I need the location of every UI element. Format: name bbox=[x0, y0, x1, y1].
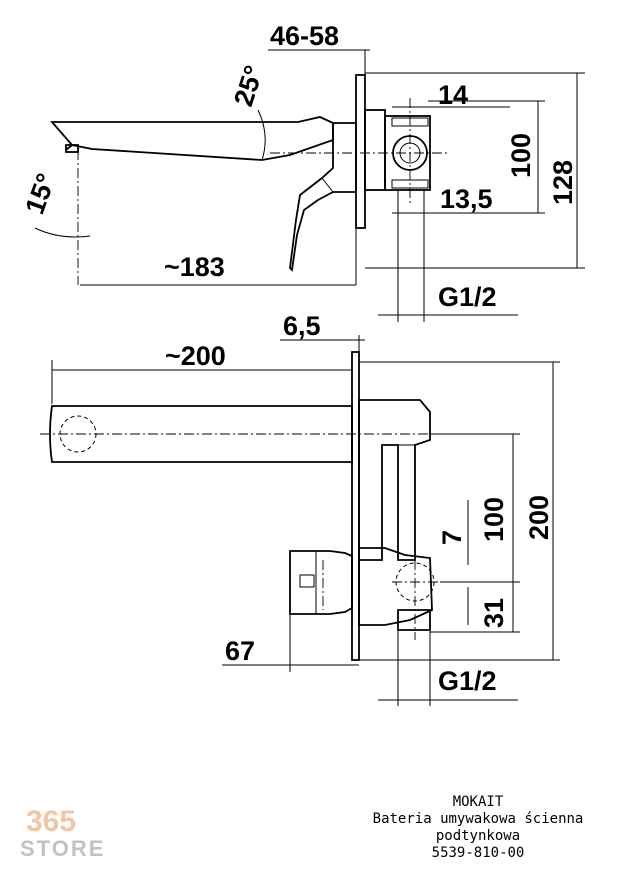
front-wall-plate bbox=[351, 351, 360, 661]
dim-200-length: ~200 bbox=[165, 341, 226, 371]
front-cartridge-housing bbox=[358, 547, 433, 626]
side-wall-plate bbox=[355, 74, 366, 229]
side-spout bbox=[50, 116, 334, 161]
side-lever bbox=[289, 122, 357, 272]
front-body bbox=[358, 399, 431, 561]
title-brand: MOKAIT bbox=[453, 794, 504, 810]
dim-100-front: 100 bbox=[479, 497, 509, 542]
dim-13-5: 13,5 bbox=[440, 184, 493, 214]
dim-200-height: 200 bbox=[524, 495, 554, 540]
dim-46-58: 46-58 bbox=[270, 21, 339, 51]
dim-angle-15: 15° bbox=[19, 169, 61, 218]
dim-100-side: 100 bbox=[506, 133, 536, 178]
side-cartridge bbox=[364, 109, 386, 191]
dim-14: 14 bbox=[438, 80, 468, 110]
logo-number: 365 bbox=[26, 805, 76, 838]
dim-31: 31 bbox=[479, 598, 509, 628]
dim-67: 67 bbox=[225, 636, 255, 666]
dim-6-5: 6,5 bbox=[283, 311, 321, 341]
front-handle bbox=[289, 550, 353, 615]
dim-7: 7 bbox=[437, 530, 467, 545]
dim-angle-25: 25° bbox=[228, 62, 269, 110]
dim-128: 128 bbox=[548, 160, 578, 205]
front-spout bbox=[49, 405, 353, 463]
logo-word: STORE bbox=[20, 836, 105, 861]
dim-183: ~183 bbox=[164, 252, 225, 282]
front-view bbox=[40, 335, 560, 706]
title-code: 5539-810-00 bbox=[432, 845, 525, 861]
side-view bbox=[34, 49, 585, 322]
front-dimension-texts: 6,5 ~200 100 200 7 31 67 G1/2 bbox=[165, 311, 554, 696]
title-line2: podtynkowa bbox=[436, 828, 520, 844]
dim-g12-front: G1/2 bbox=[438, 666, 497, 696]
title-line1: Bateria umywakowa ścienna bbox=[373, 811, 584, 827]
store-logo: 365 STORE bbox=[20, 805, 105, 861]
title-block: MOKAIT Bateria umywakowa ścienna podtynk… bbox=[373, 794, 584, 861]
dim-g12-side: G1/2 bbox=[438, 282, 497, 312]
